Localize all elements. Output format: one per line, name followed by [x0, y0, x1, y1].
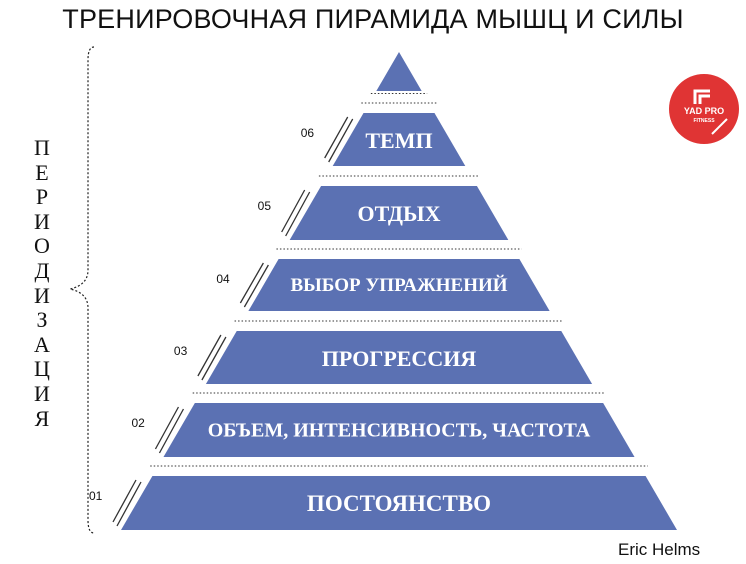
brand-logo: YAD PRO FITNESS [669, 74, 739, 144]
slash-mark [116, 481, 142, 527]
side-letter: Е [35, 159, 49, 185]
author-credit: Eric Helms [618, 540, 701, 559]
side-letter: Д [34, 257, 50, 283]
bracket-icon [69, 46, 95, 534]
side-letter: И [34, 282, 50, 308]
logo-text: YAD PRO [683, 106, 725, 116]
slash-mark [328, 118, 354, 163]
tier-label: ТЕМП [365, 127, 433, 153]
slash-mark [285, 191, 311, 237]
side-letter: И [34, 208, 50, 234]
side-letter: З [36, 307, 48, 333]
tier-number: 06 [300, 126, 315, 140]
pyramid-tier [163, 403, 635, 457]
logo-subtext: FITNESS [693, 118, 715, 124]
side-letter: И [34, 380, 50, 406]
tier-number: 02 [131, 416, 145, 430]
slash-mark [243, 264, 269, 308]
slash-mark [154, 406, 180, 450]
page-title: ТРЕНИРОВОЧНАЯ ПИРАМИДА МЫШЦ И СИЛЫ [62, 4, 684, 34]
side-letter: Ц [34, 356, 50, 382]
pyramid-tier [121, 476, 677, 530]
side-letter: Р [35, 184, 49, 210]
pyramid-tier [289, 186, 509, 240]
slash-mark [201, 336, 227, 381]
pyramid-tier [248, 259, 550, 311]
tier-label: ВЫБОР УПРАЖНЕНИЙ [290, 275, 508, 296]
tier-number: 05 [257, 199, 272, 213]
slash-mark [197, 334, 222, 377]
tier-label: ПРОГРЕССИЯ [321, 345, 477, 371]
side-letter: Я [34, 405, 50, 431]
slash-mark [158, 408, 185, 454]
side-letter: П [34, 135, 50, 160]
tier-label: ОТДЫХ [357, 201, 441, 226]
side-letter: А [34, 331, 50, 357]
tier-number: 03 [173, 344, 188, 358]
tier-label: ПОСТОЯНСТВО [306, 491, 492, 516]
tier-number: 04 [216, 272, 230, 286]
slash-mark [324, 116, 349, 159]
arrow-icon [693, 89, 728, 135]
pyramid-tier [332, 113, 466, 166]
slash-mark [112, 479, 137, 523]
slash-mark [239, 262, 264, 304]
pyramid-apex [376, 52, 422, 91]
tier-number: 01 [89, 489, 103, 503]
tier-label: ОБЪЕМ, ИНТЕНСИВНОСТЬ, ЧАСТОТА [207, 419, 591, 442]
slash-mark [281, 189, 306, 233]
side-letter: О [34, 233, 50, 259]
pyramid-tier [205, 331, 593, 384]
